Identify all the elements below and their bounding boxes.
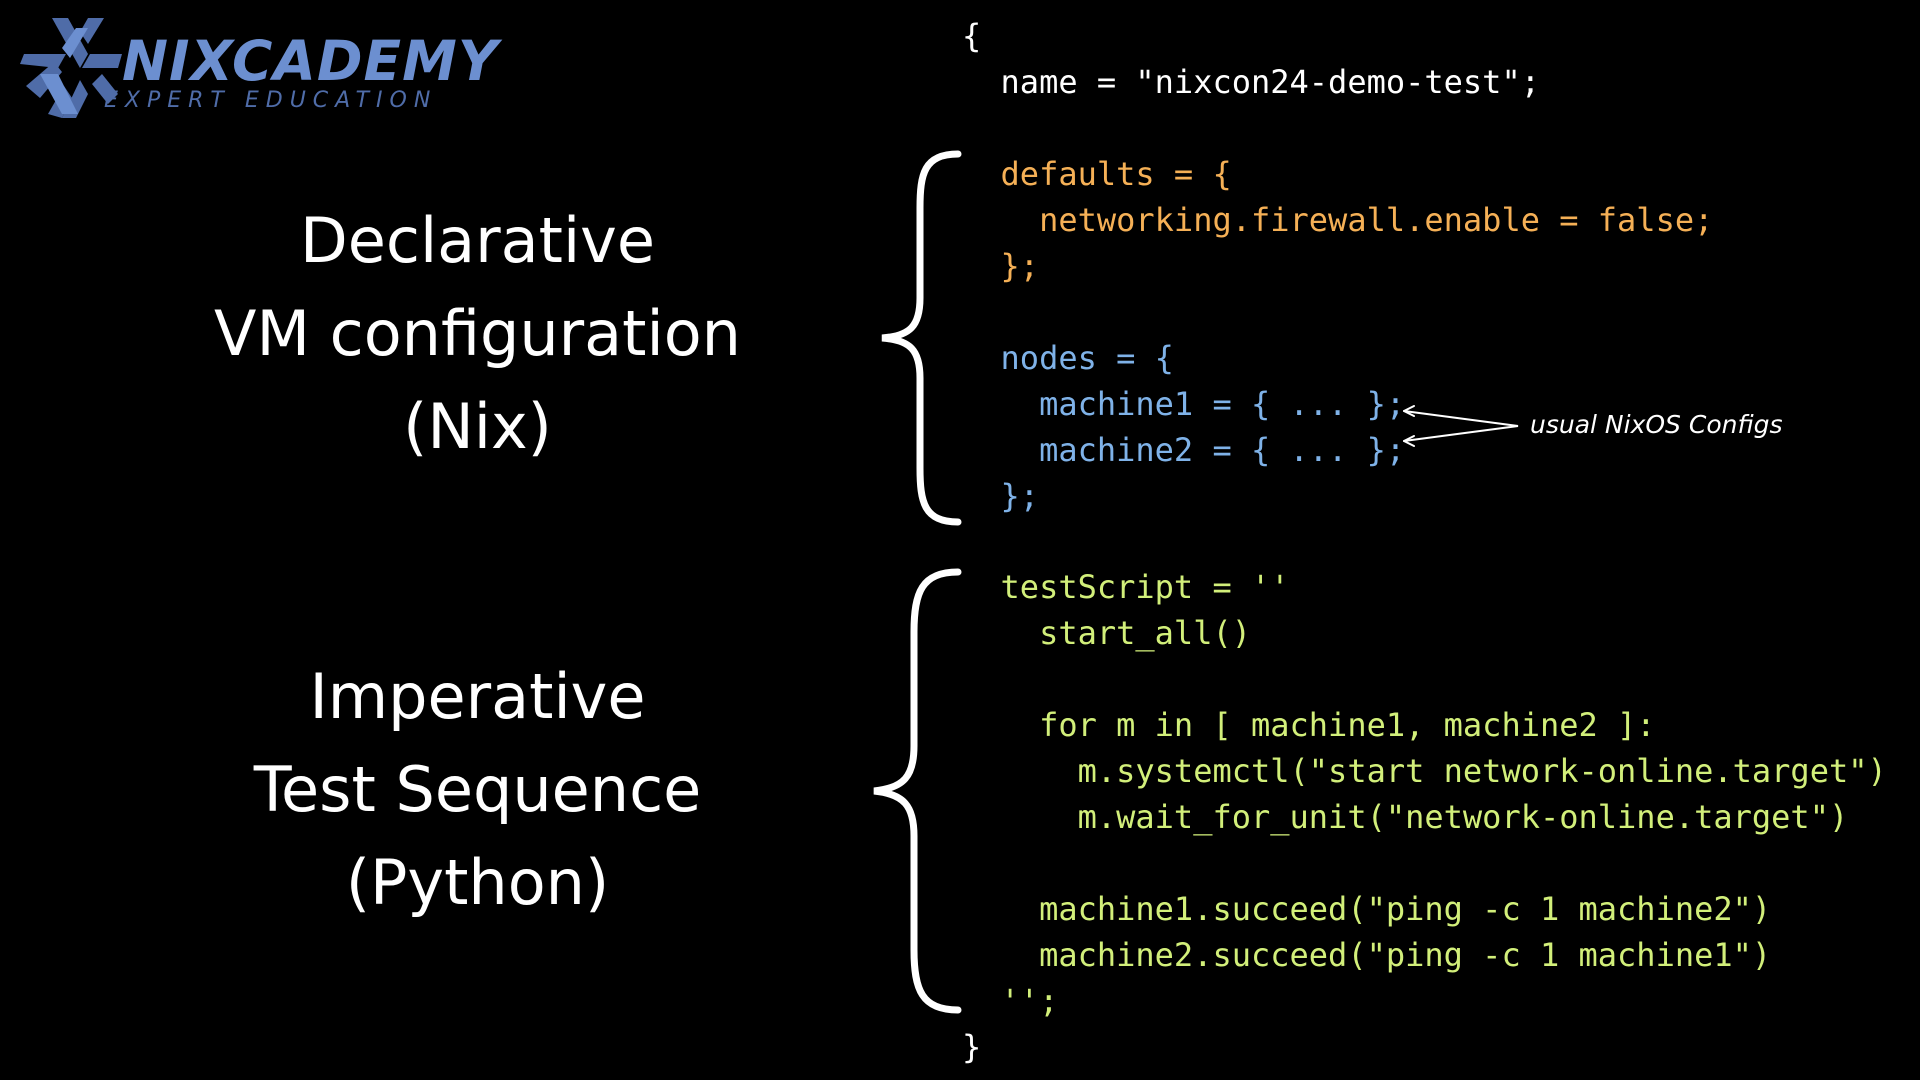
code-nodes-block: nodes = { machine1 = { ... }; machine2 =…	[1000, 339, 1406, 515]
imperative-brace	[873, 568, 962, 1014]
code-test-block: testScript = '' start_all() for m in [ m…	[1000, 568, 1887, 1020]
code-defaults-block: defaults = { networking.firewall.enable …	[1000, 155, 1714, 285]
imperative-heading: Imperative Test Sequence (Python)	[0, 650, 955, 929]
imperative-line-1: Imperative	[309, 660, 646, 733]
declarative-line-1: Declarative	[299, 204, 656, 277]
imperative-line-3: (Python)	[345, 846, 610, 919]
imperative-line-2: Test Sequence	[253, 753, 702, 826]
annotation-arrows	[1403, 405, 1519, 447]
code-open-brace: {	[962, 17, 982, 55]
code-close-brace: }	[962, 1028, 982, 1066]
annotation-label: usual NixOS Configs	[1530, 410, 1783, 439]
brand-name: NIXCADEMY	[122, 29, 499, 93]
brand-tagline: EXPERT EDUCATION	[104, 88, 438, 113]
snowflake-lambda-icon	[20, 18, 122, 118]
declarative-brace	[881, 150, 962, 526]
declarative-line-3: (Nix)	[403, 390, 552, 463]
nixcademy-logo: NIXCADEMY EXPERT EDUCATION	[18, 14, 498, 119]
declarative-heading: Declarative VM configuration (Nix)	[0, 194, 955, 473]
declarative-line-2: VM configuration	[214, 297, 741, 370]
code-name-line: name = "nixcon24-demo-test";	[962, 63, 1540, 101]
